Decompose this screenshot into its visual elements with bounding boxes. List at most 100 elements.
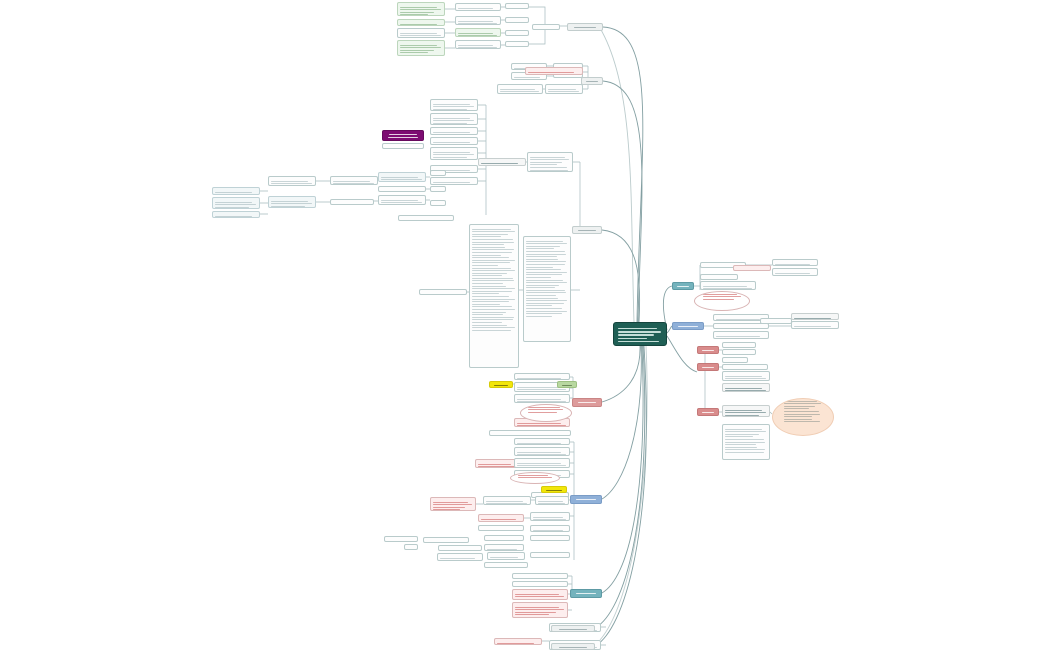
mindmap-node[interactable] — [378, 186, 426, 192]
mindmap-node[interactable] — [530, 525, 570, 532]
mindmap-node[interactable] — [505, 41, 529, 47]
mindmap-node[interactable] — [772, 259, 818, 266]
mindmap-node[interactable] — [438, 545, 482, 551]
mindmap-node[interactable] — [484, 535, 524, 541]
mindmap-node[interactable] — [722, 349, 756, 355]
mindmap-node[interactable] — [523, 236, 571, 342]
mindmap-node[interactable] — [512, 573, 568, 579]
mindmap-node[interactable] — [532, 24, 560, 30]
mindmap-node[interactable] — [791, 321, 839, 329]
mindmap-node[interactable] — [545, 84, 583, 94]
mindmap-node[interactable] — [530, 535, 570, 541]
mindmap-node[interactable] — [397, 40, 445, 56]
mindmap-node[interactable] — [478, 525, 524, 531]
root-node[interactable] — [613, 322, 667, 346]
mindmap-node[interactable] — [484, 562, 528, 568]
mindmap-node[interactable] — [455, 40, 501, 49]
mindmap-node[interactable] — [512, 589, 568, 600]
mindmap-node[interactable] — [514, 394, 570, 403]
mindmap-node[interactable] — [430, 186, 446, 192]
mindmap-node[interactable] — [722, 357, 748, 363]
mindmap-node[interactable] — [791, 313, 839, 320]
mindmap-node[interactable] — [212, 197, 260, 209]
mindmap-node[interactable] — [382, 143, 424, 149]
mindmap-node[interactable] — [514, 373, 570, 380]
mindmap-node[interactable] — [330, 199, 374, 205]
mindmap-node[interactable] — [489, 430, 571, 436]
branch-node-b1[interactable] — [567, 23, 603, 31]
highlight-node-h-green-1[interactable] — [557, 381, 577, 388]
mindmap-node[interactable] — [455, 28, 501, 37]
branch-node-b5[interactable] — [570, 495, 602, 504]
mindmap-node[interactable] — [478, 158, 526, 166]
mindmap-node[interactable] — [430, 127, 478, 135]
mindmap-node[interactable] — [430, 170, 446, 176]
mindmap-node[interactable] — [700, 281, 756, 290]
branch-node-r4[interactable] — [697, 363, 719, 371]
mindmap-node[interactable] — [378, 172, 426, 182]
mindmap-node[interactable] — [713, 331, 769, 339]
branch-node-r2[interactable] — [672, 322, 704, 330]
mindmap-node[interactable] — [514, 447, 570, 456]
mindmap-node[interactable] — [397, 19, 445, 26]
mindmap-node[interactable] — [527, 152, 573, 172]
mindmap-node[interactable] — [430, 113, 478, 125]
mindmap-node[interactable] — [419, 289, 467, 295]
ellipse-node-e3[interactable] — [510, 472, 560, 484]
mindmap-node[interactable] — [212, 211, 260, 218]
branch-node-b4[interactable] — [572, 398, 602, 407]
mindmap-node[interactable] — [430, 147, 478, 160]
mindmap-node[interactable] — [512, 602, 568, 618]
branch-node-b2[interactable] — [581, 77, 603, 85]
mindmap-node[interactable] — [514, 458, 570, 468]
branch-node-b7[interactable] — [551, 625, 595, 632]
mindmap-node[interactable] — [733, 265, 771, 271]
mindmap-node[interactable] — [497, 84, 543, 94]
ellipse-node-e2[interactable] — [520, 404, 572, 422]
branch-node-r1[interactable] — [672, 282, 694, 290]
ellipse-node-e4[interactable] — [772, 398, 834, 436]
mindmap-node[interactable] — [430, 99, 478, 111]
branch-node-r5[interactable] — [697, 408, 719, 416]
branch-node-b6[interactable] — [570, 589, 602, 598]
mindmap-node[interactable] — [514, 438, 570, 445]
mindmap-node[interactable] — [722, 424, 770, 460]
mindmap-node[interactable] — [525, 67, 583, 75]
mindmap-node[interactable] — [494, 638, 542, 645]
mindmap-node[interactable] — [397, 2, 445, 16]
branch-node-b8[interactable] — [551, 643, 595, 650]
mindmap-node[interactable] — [722, 364, 768, 370]
mindmap-node[interactable] — [700, 274, 738, 280]
mindmap-node[interactable] — [378, 195, 426, 205]
mindmap-node[interactable] — [330, 176, 378, 185]
mindmap-node[interactable] — [430, 165, 478, 173]
mindmap-node[interactable] — [722, 405, 770, 417]
mindmap-node[interactable] — [430, 497, 476, 511]
mindmap-node[interactable] — [455, 3, 501, 11]
mindmap-node[interactable] — [722, 342, 756, 348]
mindmap-node[interactable] — [398, 215, 454, 221]
mindmap-node[interactable] — [722, 371, 770, 381]
mindmap-node[interactable] — [713, 314, 769, 321]
mindmap-node[interactable] — [530, 552, 570, 558]
mindmap-node[interactable] — [437, 553, 483, 561]
mindmap-node[interactable] — [713, 323, 769, 329]
ellipse-node-e1[interactable] — [694, 291, 750, 311]
mindmap-node[interactable] — [530, 512, 570, 521]
mindmap-node[interactable] — [397, 28, 445, 38]
mindmap-node[interactable] — [469, 224, 519, 368]
mindmap-node[interactable] — [772, 268, 818, 276]
mindmap-node[interactable] — [212, 187, 260, 195]
mindmap-node[interactable] — [404, 544, 418, 550]
mindmap-node[interactable] — [268, 196, 316, 208]
branch-node-b3[interactable] — [572, 226, 602, 234]
mindmap-node[interactable] — [505, 30, 529, 36]
mindmap-node[interactable] — [478, 514, 524, 522]
mindmap-node[interactable] — [760, 318, 792, 324]
mindmap-node[interactable] — [268, 176, 316, 186]
mindmap-node[interactable] — [483, 496, 531, 505]
branch-node-r3[interactable] — [697, 346, 719, 354]
mindmap-node[interactable] — [475, 459, 519, 468]
mindmap-node[interactable] — [430, 137, 478, 145]
